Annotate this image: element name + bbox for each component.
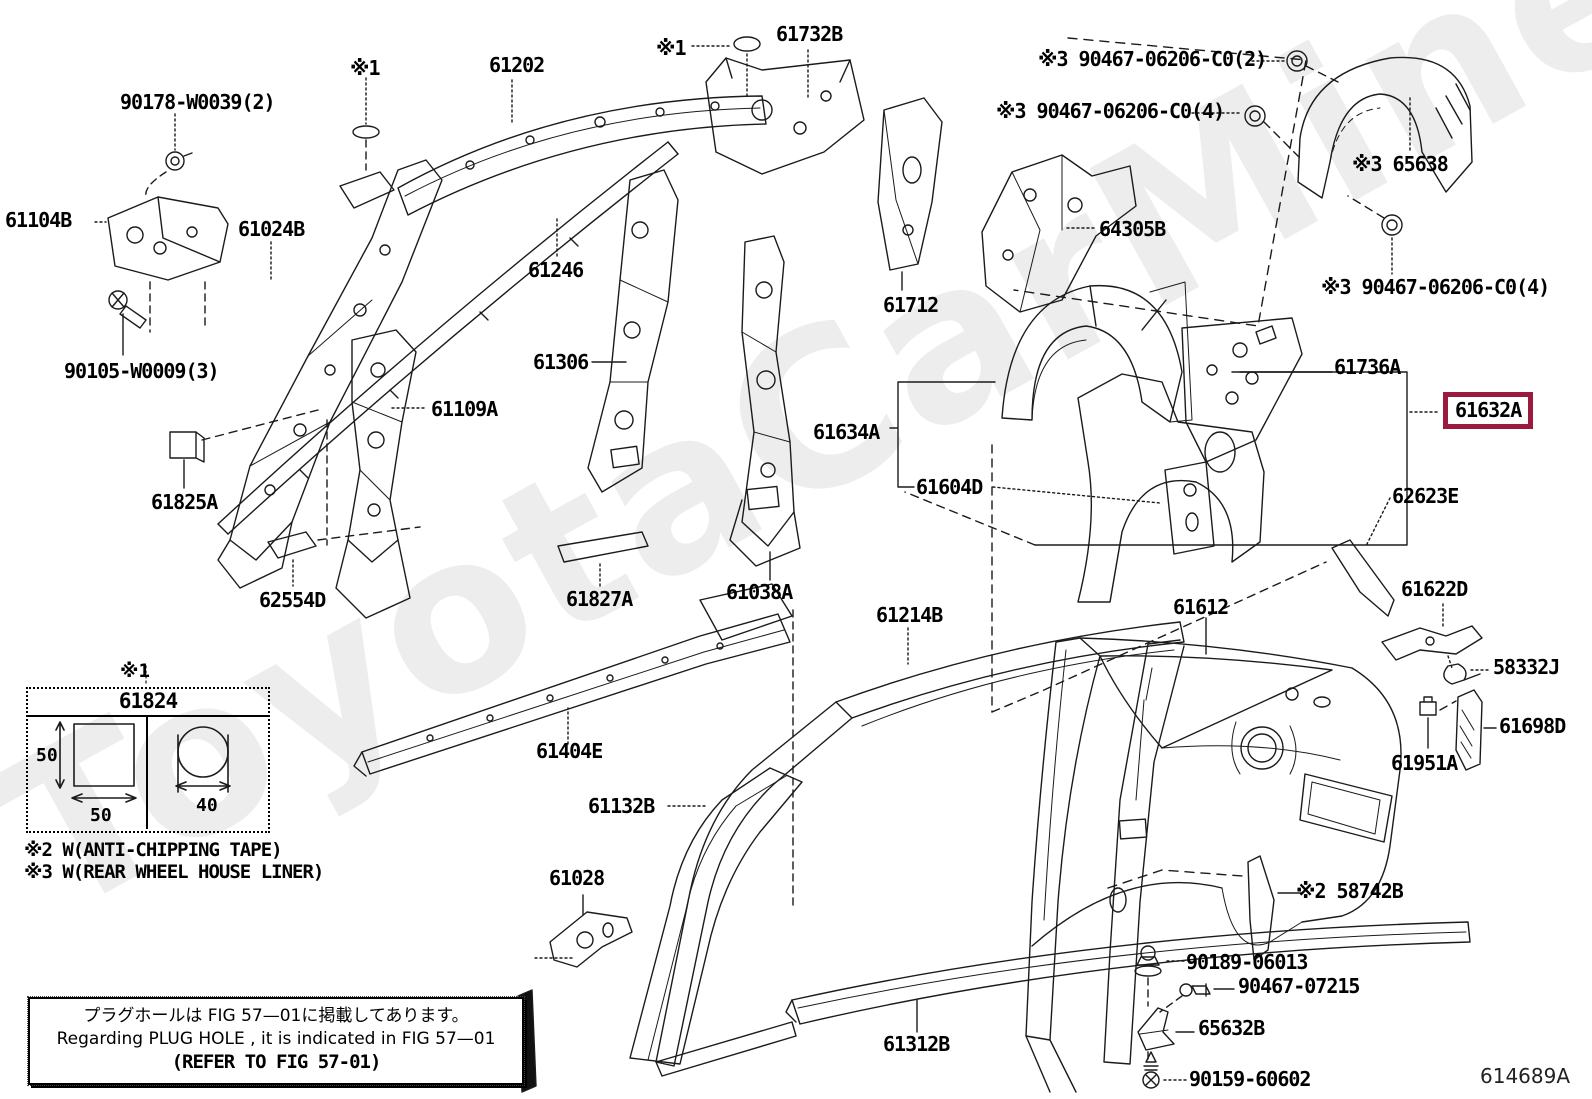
part-drawing-61104B (94, 113, 229, 356)
part-label-※3-90467-06206-C0(2): ※3 90467-06206-C0(2) (1038, 47, 1267, 71)
part-label-61632A: 61632A (1443, 392, 1534, 429)
part-drawing-61246 (217, 141, 679, 535)
part-label-90105-W0009(3): 90105-W0009(3) (64, 359, 220, 383)
part-label-61732B: 61732B (776, 22, 843, 46)
part-label-61698D: 61698D (1499, 714, 1566, 738)
inset-circle-dia: 40 (196, 795, 218, 816)
part-drawing-61028 (534, 894, 633, 968)
part-drawing-61622D (1381, 603, 1483, 669)
part-label-65632B: 65632B (1198, 1016, 1265, 1040)
part-label-61109A: 61109A (431, 397, 498, 421)
part-label-61712: 61712 (883, 293, 939, 317)
part-label-90159-60602: 90159-60602 (1189, 1067, 1311, 1091)
part-drawing-62554D (267, 526, 421, 587)
part-label-61634A: 61634A (813, 420, 880, 444)
part-label-※3-90467-06206-C0(4): ※3 90467-06206-C0(4) (1321, 275, 1550, 299)
plug-note-english: Regarding PLUG HOLE , it is indicated in… (56, 1028, 496, 1049)
part-drawing-61732B (691, 36, 865, 175)
part-label-61214B: 61214B (876, 603, 943, 627)
part-label-※3-90467-06206-C0(4): ※3 90467-06206-C0(4) (996, 99, 1225, 123)
part-label-61038A: 61038A (726, 580, 793, 604)
part-drawing-61951A (1419, 696, 1457, 749)
part-label-61736A: 61736A (1334, 355, 1401, 379)
part-label-62554D: 62554D (259, 588, 326, 612)
inset-title: 61824 (118, 689, 178, 713)
part-label-61028: 61028 (549, 866, 605, 890)
part-label-61951A: 61951A (1391, 751, 1458, 775)
part-drawing-58742B (1107, 855, 1303, 961)
part-label-61202: 61202 (489, 53, 545, 77)
inset-square-height: 50 (36, 745, 58, 766)
part-label-※1: ※1 (350, 56, 381, 80)
part-label-61132B: 61132B (588, 794, 655, 818)
part-drawing-61632A (904, 371, 1439, 713)
part-label-61612: 61612 (1173, 595, 1229, 619)
part-label-64305B: 64305B (1099, 217, 1166, 241)
part-label-61246: 61246 (528, 258, 584, 282)
inset-marker: ※1 (120, 660, 150, 682)
part-label-614689A: 614689A (1480, 1064, 1571, 1088)
part-label-58332J: 58332J (1493, 655, 1560, 679)
part-label-62623E: 62623E (1392, 484, 1459, 508)
part-label-61622D: 61622D (1401, 577, 1468, 601)
part-drawing-62623E (1331, 497, 1395, 617)
part-label-※3-65638: ※3 65638 (1352, 152, 1449, 176)
part-label-90467-07215: 90467-07215 (1238, 974, 1360, 998)
part-drawing-61404E (353, 583, 793, 777)
part-drawing-90189-06013 (1134, 945, 1185, 1007)
part-drawing-61612 (517, 617, 1402, 1093)
inset-diagrams (55, 665, 231, 803)
inset-divider-h (28, 715, 268, 717)
part-drawing-61202 (397, 79, 767, 216)
part-drawing-61024B (217, 77, 443, 589)
part-drawing-61827A (557, 531, 649, 587)
part-label-61024B: 61024B (238, 217, 305, 241)
part-drawing-61306 (587, 169, 679, 493)
part-label-61404E: 61404E (536, 739, 603, 763)
part-drawing-61038A (729, 235, 801, 906)
part-label-61306: 61306 (533, 350, 589, 374)
part-drawing-65638 (1013, 37, 1473, 327)
part-label-61312B: 61312B (883, 1032, 950, 1056)
part-label-61604D: 61604D (916, 475, 983, 499)
part-label-90189-06013: 90189-06013 (1186, 950, 1308, 974)
inset-61824-box: 61824 50 50 40 (26, 687, 270, 833)
part-label-61825A: 61825A (151, 490, 218, 514)
note-anti-chipping-tape: ※2 W(ANTI-CHIPPING TAPE) (24, 839, 283, 861)
part-drawing-61698D (1455, 689, 1497, 771)
plug-note-japanese: プラグホールは FIG 57—01に掲載してあります。 (83, 1006, 469, 1026)
plug-note-refer: (REFER TO FIG 57-01) (171, 1051, 382, 1074)
note-rear-wheel-house-liner: ※3 W(REAR WHEEL HOUSE LINER) (24, 861, 324, 883)
plug-hole-note-box: プラグホールは FIG 57—01に掲載してあります。 Regarding PL… (27, 996, 525, 1086)
inset-divider-v (146, 715, 148, 829)
part-drawing-65632B (1137, 1007, 1195, 1061)
part-label-61104B: 61104B (5, 208, 72, 232)
part-label-90178-W0039(2): 90178-W0039(2) (120, 90, 276, 114)
part-drawing-64305B (981, 154, 1137, 313)
part-drawing-90159-60602 (1142, 1051, 1187, 1089)
part-label-61827A: 61827A (566, 587, 633, 611)
part-drawing-90467-07215 (1159, 983, 1235, 1013)
part-drawing-58332J (1443, 663, 1489, 685)
part-label-※2-58742B: ※2 58742B (1296, 879, 1404, 903)
inset-square-width: 50 (90, 805, 112, 826)
part-drawing-61312B (785, 921, 1471, 1033)
part-drawing-wheelhouse-inner (889, 281, 1215, 555)
part-drawing-61825A (169, 409, 319, 489)
part-label-※1: ※1 (656, 36, 687, 60)
part-drawing-61712 (877, 97, 943, 291)
part-drawing-61109A (326, 329, 427, 619)
